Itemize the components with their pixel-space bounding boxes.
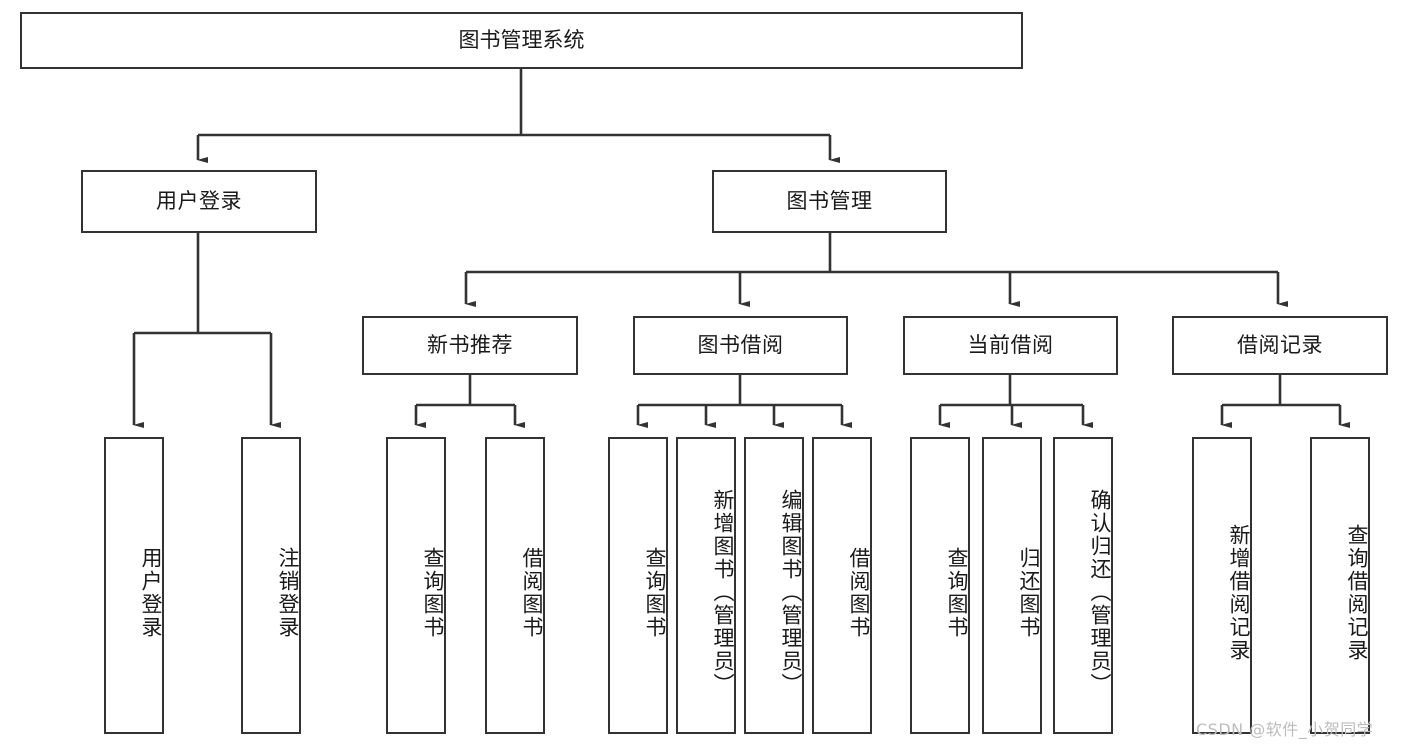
node-leaf-query-book-3[interactable]: 查询图书 — [910, 437, 970, 734]
node-leaf-label: 借阅图书 — [520, 546, 544, 639]
node-borrow-record[interactable]: 借阅记录 — [1172, 316, 1388, 375]
node-leaf-label: 归还图书 — [1017, 546, 1041, 639]
node-new-book-recommend[interactable]: 新书推荐 — [362, 316, 578, 375]
node-leaf-query-book-1[interactable]: 查询图书 — [386, 437, 446, 734]
node-leaf-edit-book[interactable]: 编辑图书（管理员） — [744, 437, 804, 734]
node-leaf-add-book[interactable]: 新增图书（管理员） — [676, 437, 736, 734]
node-leaf-logout[interactable]: 注销登录 — [241, 437, 301, 734]
node-leaf-label: 编辑图书（管理员） — [779, 489, 803, 696]
node-leaf-borrow-book-2[interactable]: 借阅图书 — [812, 437, 872, 734]
node-user-login[interactable]: 用户登录 — [81, 170, 317, 233]
node-book-management[interactable]: 图书管理 — [712, 170, 947, 233]
node-leaf-label: 查询图书 — [643, 546, 667, 639]
node-leaf-label: 查询图书 — [945, 546, 969, 639]
node-leaf-label: 查询图书 — [421, 546, 445, 639]
node-leaf-add-record[interactable]: 新增借阅记录 — [1192, 437, 1252, 734]
node-leaf-query-record[interactable]: 查询借阅记录 — [1310, 437, 1370, 734]
node-leaf-label: 新增图书（管理员） — [711, 489, 735, 696]
node-leaf-user-login[interactable]: 用户登录 — [104, 437, 164, 734]
node-leaf-label: 借阅图书 — [847, 546, 871, 639]
node-leaf-label: 用户登录 — [139, 546, 163, 639]
watermark-text: CSDN @软件_小贺同学 — [1196, 720, 1374, 739]
node-leaf-label: 新增借阅记录 — [1227, 523, 1251, 662]
node-leaf-query-book-2[interactable]: 查询图书 — [608, 437, 668, 734]
node-root-system[interactable]: 图书管理系统 — [20, 12, 1023, 69]
node-leaf-return-book[interactable]: 归还图书 — [982, 437, 1042, 734]
node-current-borrow[interactable]: 当前借阅 — [903, 316, 1118, 375]
node-book-borrow[interactable]: 图书借阅 — [633, 316, 848, 375]
node-leaf-borrow-book-1[interactable]: 借阅图书 — [485, 437, 545, 734]
node-leaf-label: 查询借阅记录 — [1345, 523, 1369, 662]
node-leaf-label: 确认归还（管理员） — [1088, 489, 1112, 696]
node-leaf-label: 注销登录 — [276, 546, 300, 639]
node-leaf-confirm-return[interactable]: 确认归还（管理员） — [1053, 437, 1113, 734]
